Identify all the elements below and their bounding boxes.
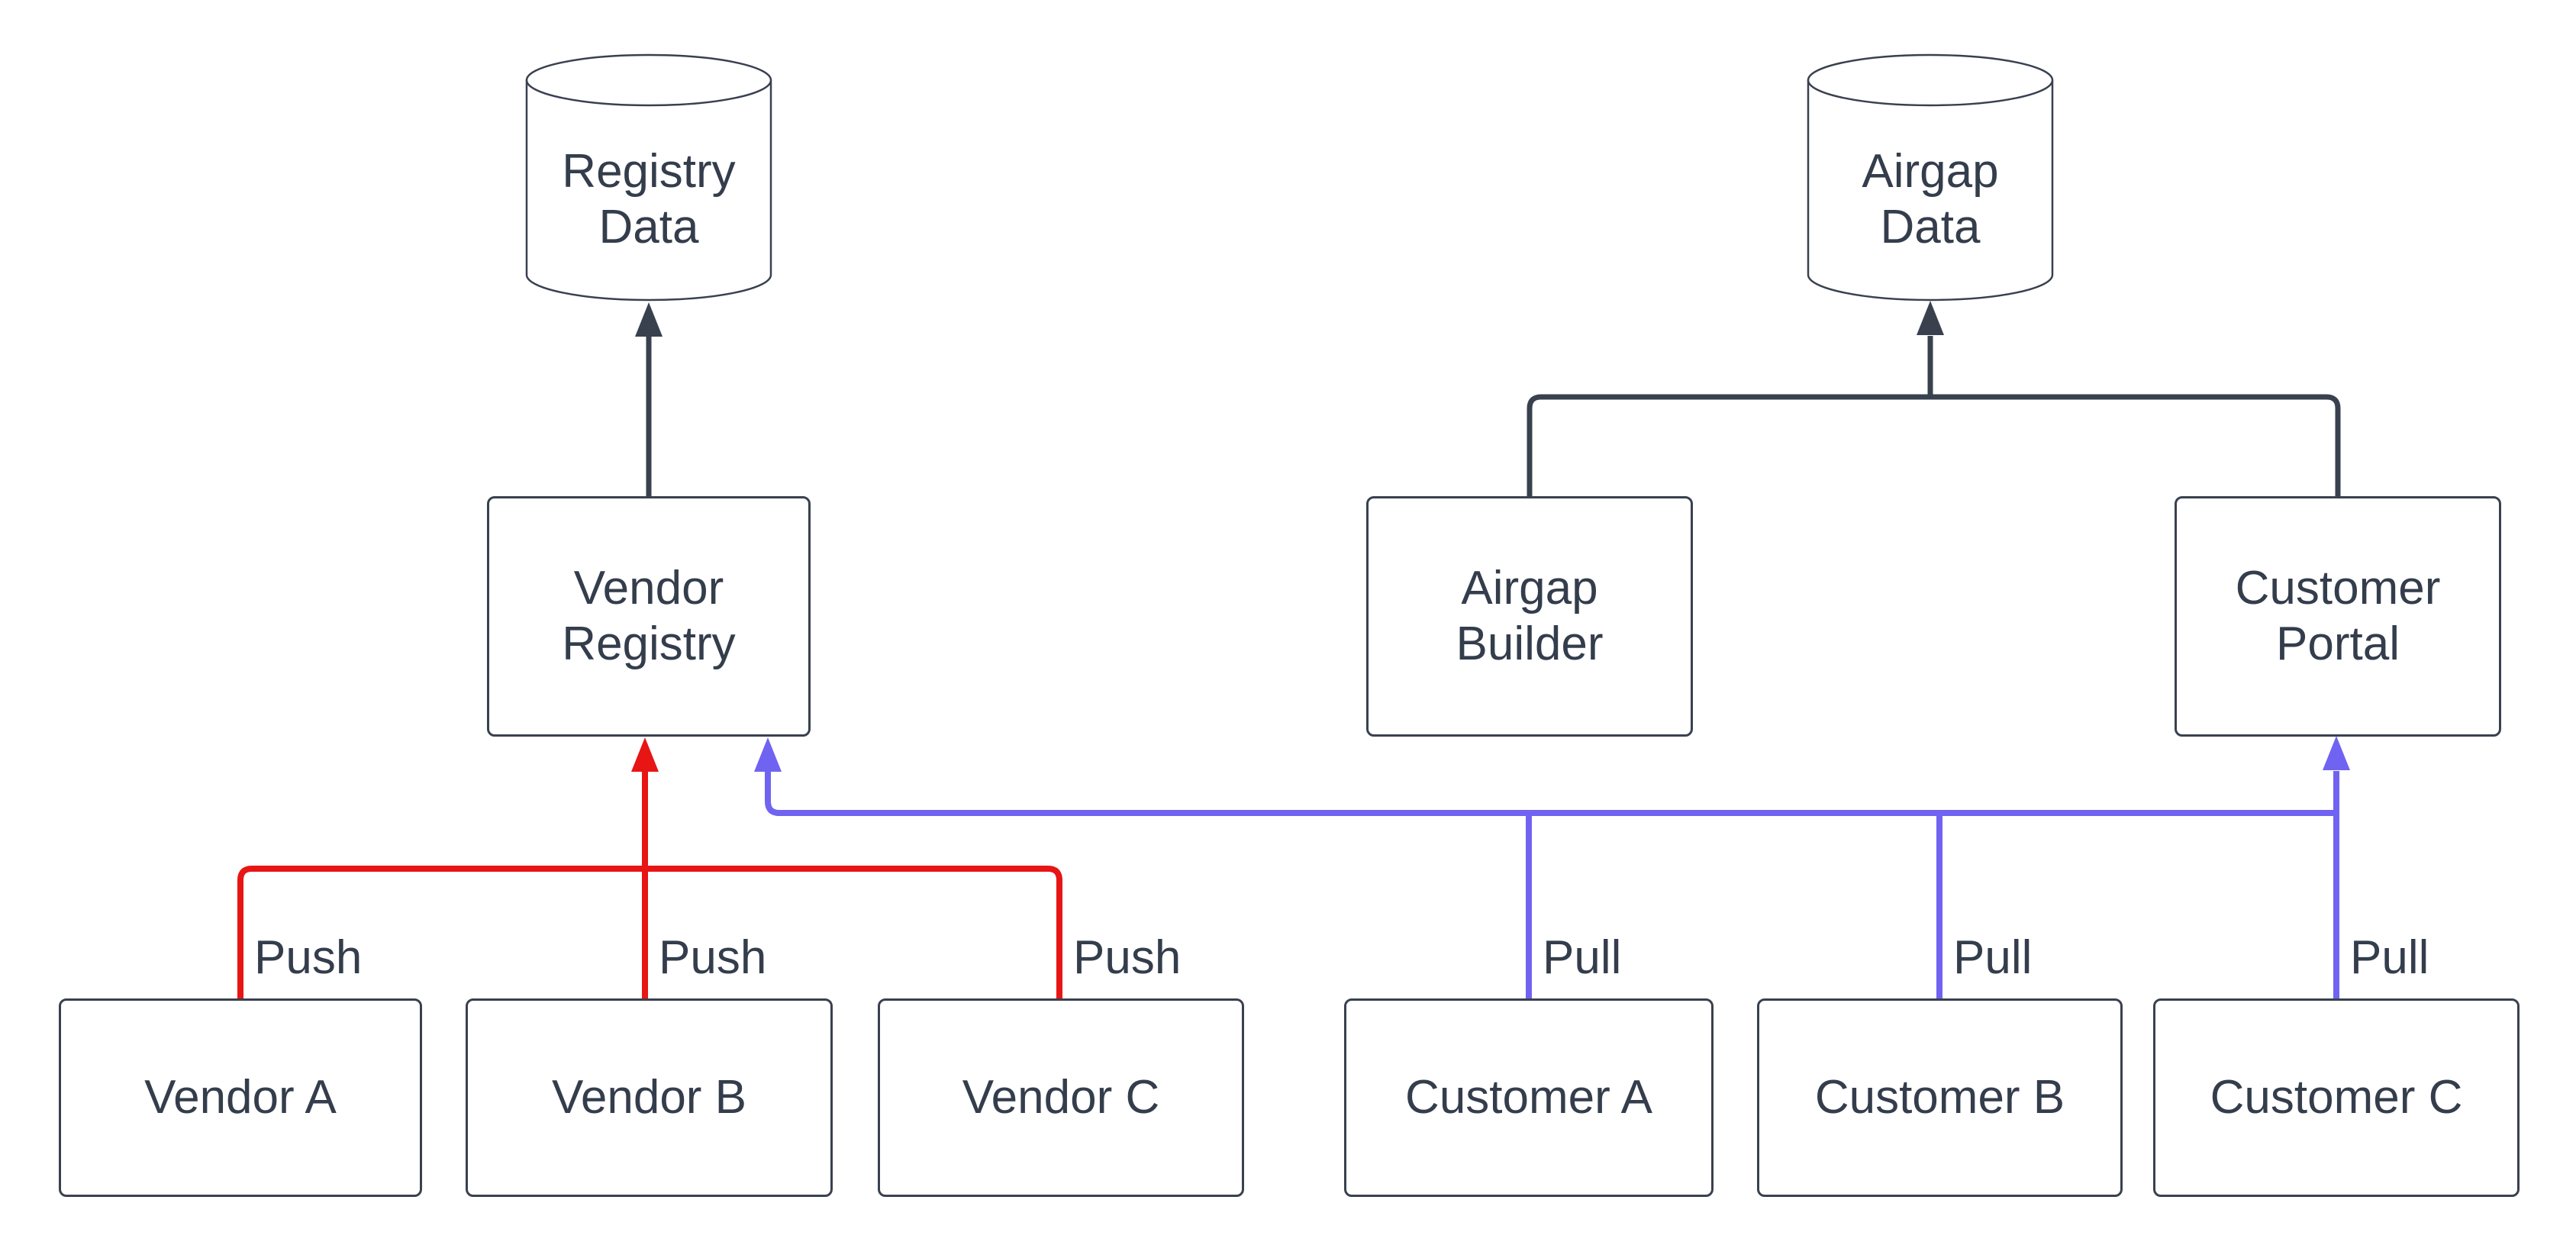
node-customer-b: Customer B bbox=[1757, 998, 2123, 1197]
arrowhead-pull-vendor-registry bbox=[754, 737, 782, 772]
edge-pull-bus bbox=[765, 771, 2336, 816]
edge-label-pull-customer-c: Pull bbox=[2350, 931, 2429, 984]
node-customer-c: Customer C bbox=[2153, 998, 2520, 1197]
edge-label-pull-customer-b: Pull bbox=[1953, 931, 2033, 984]
arrowhead-push-vendor-registry bbox=[631, 737, 659, 772]
node-customer-portal: Customer Portal bbox=[2175, 496, 2501, 737]
edge-label-push-vendor-c: Push bbox=[1073, 931, 1182, 984]
node-airgap-data-label: Airgap Data bbox=[1862, 144, 1999, 253]
edge-airgap-builder-and-customer-portal-bus bbox=[1527, 394, 2341, 496]
edge-label-push-vendor-a: Push bbox=[254, 931, 363, 984]
airgap-data-cylinder bbox=[1807, 53, 2054, 302]
cylinder-body bbox=[525, 80, 772, 302]
node-customer-a: Customer A bbox=[1344, 998, 1714, 1197]
pull-edges bbox=[765, 771, 2339, 998]
arrowhead-registry-data bbox=[635, 302, 663, 337]
edge-label-pull-customer-a: Pull bbox=[1543, 931, 1622, 984]
cylinder-body bbox=[1807, 80, 2054, 302]
neutral-edges bbox=[646, 336, 2341, 496]
node-vendor-registry: Vendor Registry bbox=[487, 496, 811, 737]
node-vendor-c: Vendor C bbox=[878, 998, 1244, 1197]
node-vendor-b: Vendor B bbox=[466, 998, 833, 1197]
node-registry-data-label: Registry Data bbox=[562, 144, 736, 253]
registry-data-cylinder bbox=[525, 53, 772, 302]
edge-push-bus bbox=[237, 866, 1062, 998]
node-vendor-a: Vendor A bbox=[59, 998, 422, 1197]
edge-label-push-vendor-b: Push bbox=[659, 931, 767, 984]
push-edges bbox=[237, 771, 1062, 998]
arrowhead-airgap-data bbox=[1917, 301, 1944, 335]
node-airgap-builder: Airgap Builder bbox=[1366, 496, 1693, 737]
cylinder-top bbox=[525, 53, 772, 107]
arrowhead-pull-customer-portal bbox=[2323, 736, 2350, 770]
cylinder-top bbox=[1807, 53, 2054, 107]
